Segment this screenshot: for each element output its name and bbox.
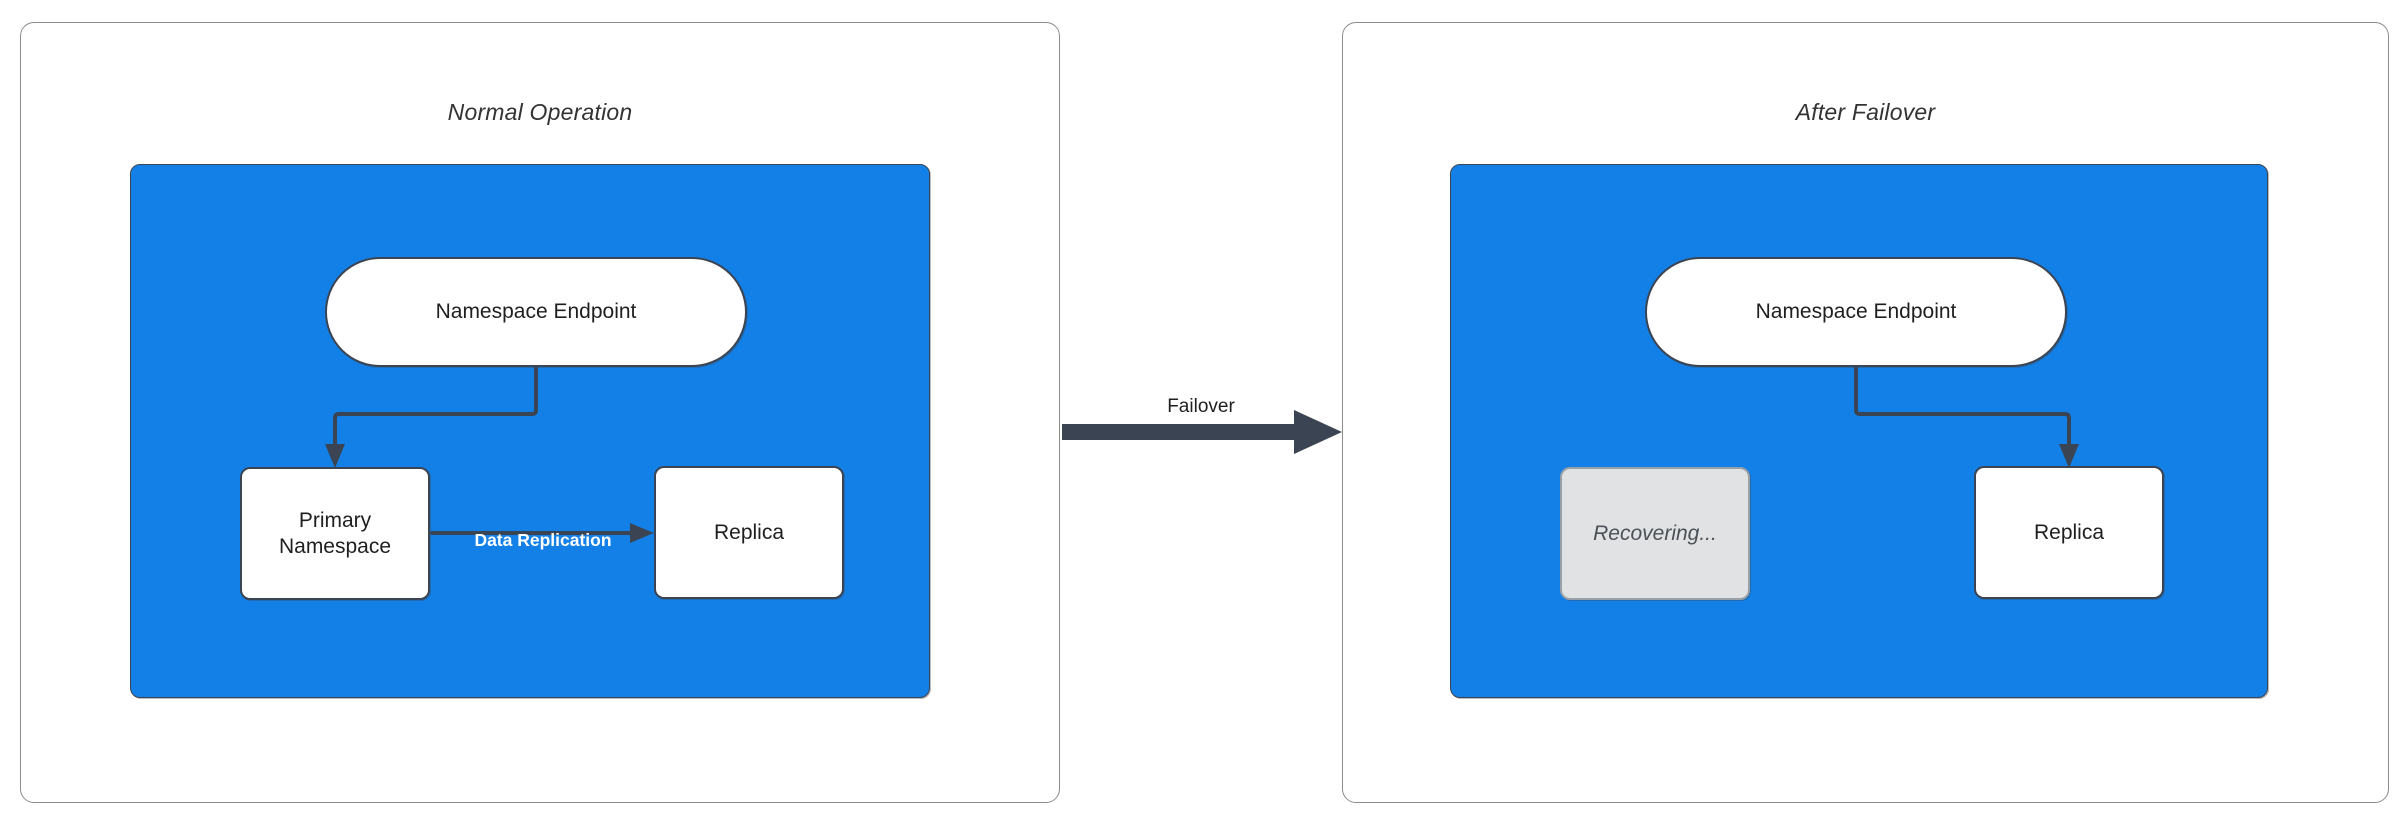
container-normal-operation [130, 164, 930, 698]
node-label: Namespace Endpoint [435, 300, 637, 324]
node-replica-right[interactable]: Replica [1974, 466, 2164, 599]
node-recovering[interactable]: Recovering... [1560, 467, 1750, 600]
node-primary-namespace[interactable]: Primary Namespace [240, 467, 430, 600]
edge-label-failover: Failover [1167, 396, 1235, 417]
node-label: Primary Namespace [279, 508, 391, 559]
node-namespace-endpoint-right[interactable]: Namespace Endpoint [1645, 257, 2067, 367]
node-label-line2: Namespace [278, 534, 392, 558]
container-after-failover [1450, 164, 2268, 698]
edge-label-data-replication: Data Replication [474, 530, 612, 550]
panel-title-normal-operation: Normal Operation [447, 99, 633, 125]
panel-title-after-failover: After Failover [1795, 99, 1936, 125]
node-label: Replica [2033, 520, 2105, 544]
node-label-line1: Primary [298, 508, 372, 532]
node-label: Recovering... [1593, 521, 1717, 545]
node-replica-left[interactable]: Replica [654, 466, 844, 599]
node-namespace-endpoint-left[interactable]: Namespace Endpoint [325, 257, 747, 367]
node-label: Namespace Endpoint [1755, 300, 1957, 324]
node-label: Replica [713, 520, 785, 544]
